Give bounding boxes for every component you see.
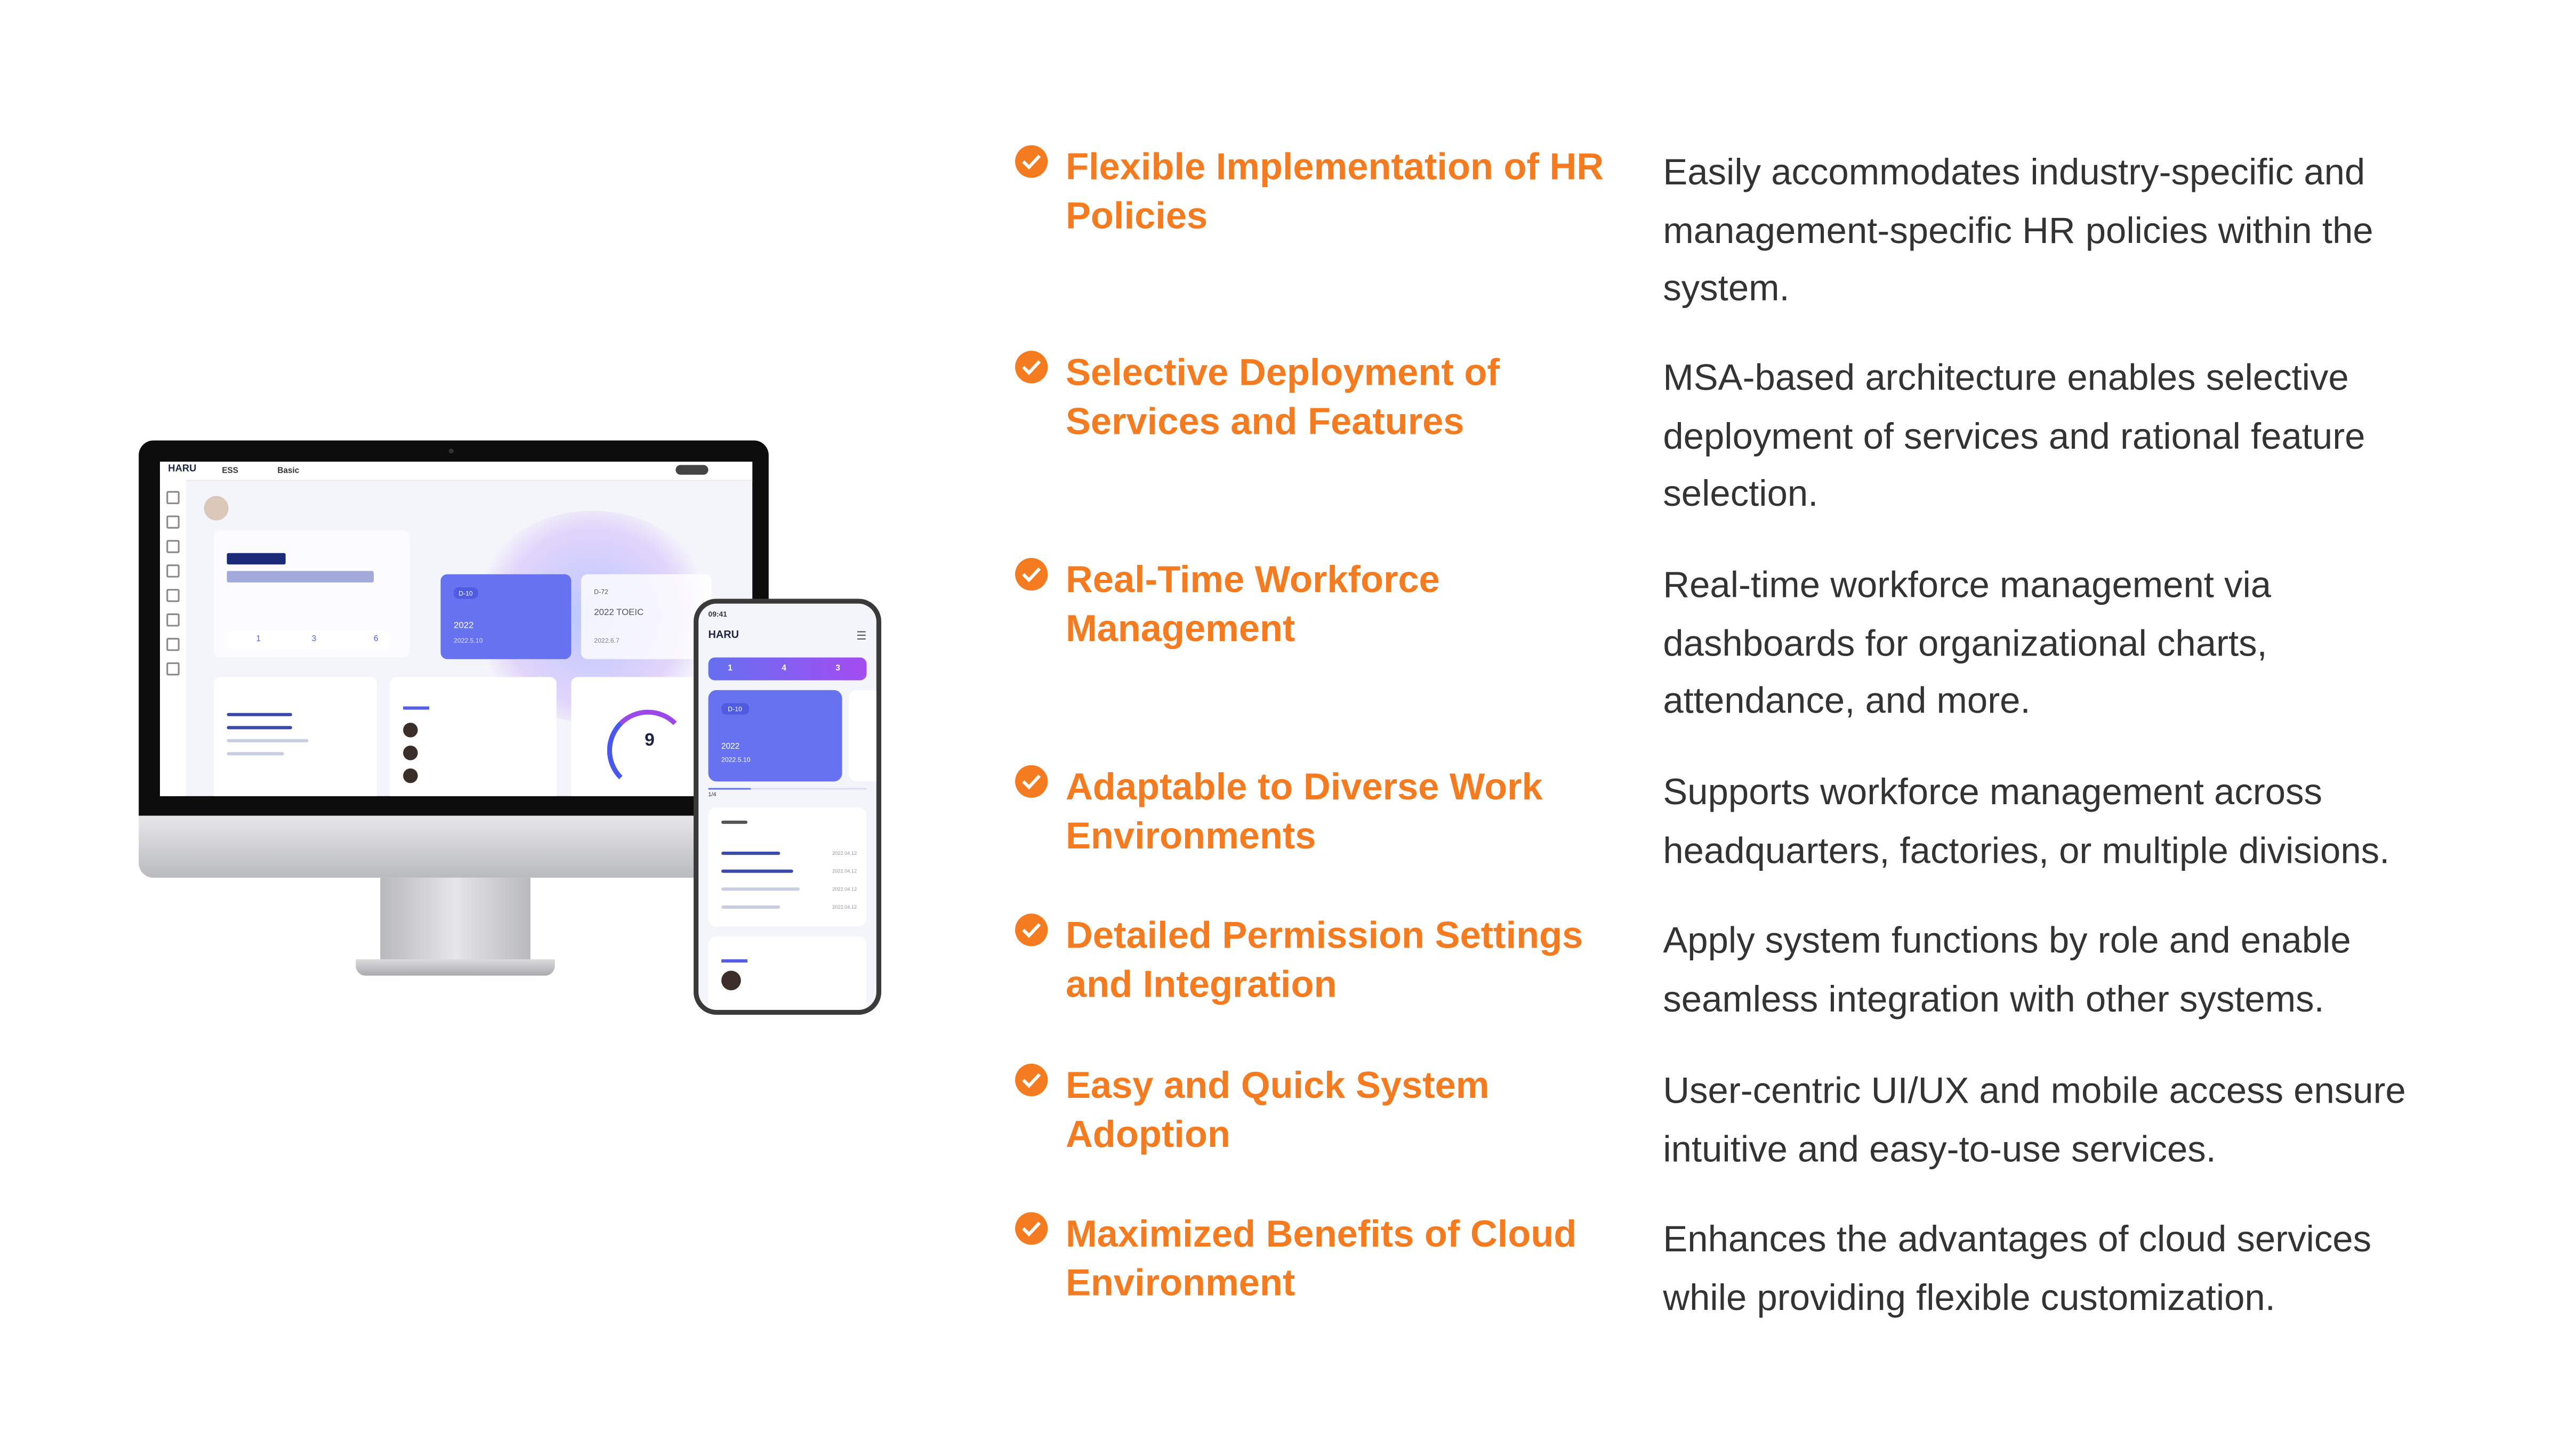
- department-attendance-card: [708, 936, 867, 1010]
- monitor-foot: [356, 959, 555, 976]
- phone-mockup: 09:41 HARU ☰ 1 4 3 D-10 2022 2022.5.10 1…: [694, 598, 882, 1015]
- haru-logo: HARU: [708, 629, 739, 642]
- feature-description: MSA-based architecture enables selective…: [1663, 357, 2365, 514]
- feature-description: User-centric UI/UX and mobile access ens…: [1663, 1070, 2406, 1169]
- feature-title: Detailed Permission Settings and Integra…: [1065, 913, 1583, 1005]
- desktop-dashboard-screenshot: HARU ESS Basic 1 3 6 D-10 2022: [159, 462, 753, 796]
- feature-title: Selective Deployment of Services and Fea…: [1065, 351, 1500, 442]
- monitor-chin: [139, 815, 769, 878]
- check-circle-icon: [1015, 1063, 1048, 1097]
- feature-title: Flexible Implementation of HR Policies: [1065, 145, 1604, 237]
- check-circle-icon: [1015, 913, 1048, 947]
- event-card: D-10 2022 2022.5.10: [708, 690, 842, 782]
- event-card-performance: D-10 2022 2022.5.10: [440, 574, 572, 659]
- check-circle-icon: [1015, 351, 1048, 384]
- approval-counts-bar: 1 4 3: [708, 657, 867, 681]
- clock-pill: [675, 465, 709, 475]
- dashboard-topbar: HARU ESS Basic: [159, 462, 753, 482]
- department-attendance-card: [390, 677, 557, 796]
- status-time: 09:41: [708, 610, 727, 619]
- haru-logo: HARU: [168, 465, 197, 475]
- feature-title: Maximized Benefits of Cloud Environment: [1065, 1212, 1577, 1304]
- feature-title: Easy and Quick System Adoption: [1065, 1063, 1490, 1155]
- feature-description: Supports workforce management across hea…: [1663, 771, 2390, 871]
- event-card-toeic: D-72 2022 TOEIC 2022.6.7: [581, 574, 712, 659]
- notice-card: 2022.04.12 2022.04.12 2022.04.12 2022.04…: [708, 807, 867, 927]
- welcome-card: 1 3 6: [214, 530, 410, 658]
- user-avatar: [204, 496, 229, 521]
- check-circle-icon: [1015, 765, 1048, 798]
- leave-gauge: [607, 709, 689, 791]
- feature-description: Enhances the advantages of cloud service…: [1663, 1218, 2372, 1317]
- check-circle-icon: [1015, 557, 1048, 591]
- leave-count: 9: [645, 731, 655, 751]
- check-circle-icon: [1015, 1212, 1048, 1245]
- mobile-dashboard-screenshot: 09:41 HARU ☰ 1 4 3 D-10 2022 2022.5.10 1…: [698, 603, 876, 1010]
- pager: 1/4: [708, 791, 717, 798]
- menu-icon[interactable]: ☰: [856, 631, 867, 643]
- nav-ess: ESS: [222, 466, 238, 476]
- check-circle-icon: [1015, 145, 1048, 178]
- feature-title: Adaptable to Diverse Work Environments: [1065, 765, 1543, 857]
- event-card-next: [848, 690, 876, 782]
- feature-description: Real-time workforce management via dashb…: [1663, 564, 2272, 722]
- feature-description: Easily accommodates industry-specific an…: [1663, 151, 2373, 309]
- notice-card: [214, 677, 377, 796]
- feature-title: Real-Time Workforce Management: [1065, 557, 1440, 650]
- feature-description: Apply system functions by role and enabl…: [1663, 920, 2351, 1019]
- monitor-stand: [380, 877, 530, 963]
- dashboard-sidebar: [159, 479, 186, 796]
- camera-dot: [448, 448, 454, 454]
- desktop-monitor-mockup: HARU ESS Basic 1 3 6 D-10 2022: [139, 440, 769, 816]
- nav-basic: Basic: [277, 466, 300, 476]
